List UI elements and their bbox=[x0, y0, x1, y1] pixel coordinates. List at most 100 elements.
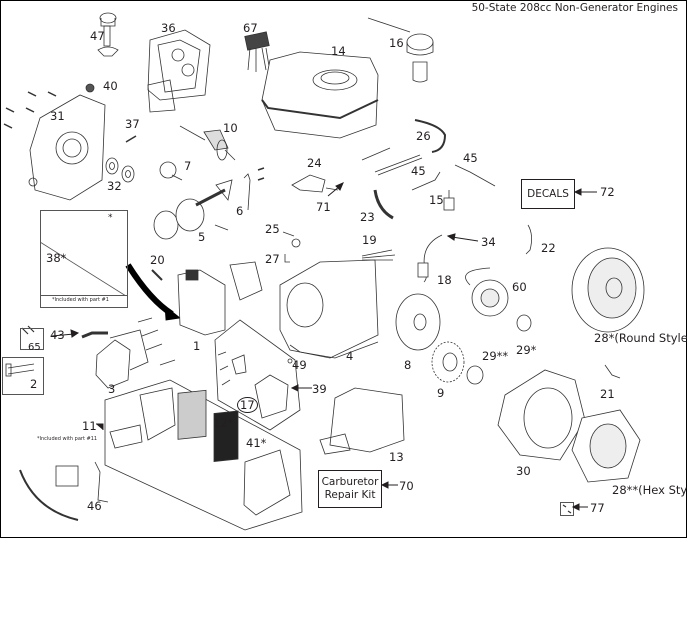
part-label-39[interactable]: 39 bbox=[312, 382, 327, 396]
pre-filter-icon bbox=[213, 410, 239, 462]
part-label-45a[interactable]: 45 bbox=[463, 151, 478, 165]
flywheel-icon bbox=[395, 293, 441, 351]
stop-switch-icon bbox=[604, 364, 621, 379]
recoil-hex-icon bbox=[571, 409, 641, 483]
part-label-71[interactable]: 71 bbox=[316, 200, 331, 214]
part-label-29-star[interactable]: 29* bbox=[516, 343, 537, 357]
part-label-46[interactable]: 46 bbox=[87, 499, 102, 513]
part-label-45b[interactable]: 45 bbox=[411, 164, 426, 178]
part-label-34[interactable]: 34 bbox=[481, 235, 496, 249]
part-label-13[interactable]: 13 bbox=[389, 450, 404, 464]
part-label-30[interactable]: 30 bbox=[516, 464, 531, 478]
part-label-40[interactable]: 40 bbox=[103, 79, 118, 93]
part-label-43[interactable]: 43 bbox=[50, 328, 65, 342]
part-label-4[interactable]: 4 bbox=[346, 349, 354, 363]
part-label-1[interactable]: 1 bbox=[193, 339, 201, 353]
clips-icon bbox=[562, 504, 572, 514]
part-label-15[interactable]: 15 bbox=[429, 193, 444, 207]
part-label-17[interactable]: 17 bbox=[237, 397, 258, 413]
part-label-37[interactable]: 37 bbox=[125, 117, 140, 131]
camshaft-icon bbox=[159, 161, 183, 181]
part-label-20[interactable]: 20 bbox=[150, 253, 165, 267]
part-label-2[interactable]: 2 bbox=[30, 377, 38, 391]
part-label-72[interactable]: 72 bbox=[600, 185, 615, 199]
part-label-11[interactable]: 11 bbox=[82, 419, 97, 433]
decals-label: DECALS bbox=[527, 187, 569, 200]
cup-alt-icon bbox=[466, 365, 484, 385]
air-filter-base-icon bbox=[109, 387, 176, 449]
small-bolts-icon bbox=[257, 167, 265, 181]
part-label-67[interactable]: 67 bbox=[243, 21, 258, 35]
part-label-14[interactable]: 14 bbox=[331, 44, 346, 58]
oil-plug-icon bbox=[85, 83, 95, 93]
part-label-65[interactable]: 65 bbox=[28, 342, 41, 353]
sensor-wire-icon bbox=[454, 164, 496, 187]
part-label-12[interactable]: 12* bbox=[213, 416, 234, 430]
part-label-18[interactable]: 18 bbox=[437, 273, 452, 287]
muffler-icon bbox=[319, 387, 405, 455]
sensor-icon bbox=[411, 171, 441, 191]
carb-kit-line1: Carburetor bbox=[321, 476, 379, 488]
part-label-28-round[interactable]: 28*(Round Style) bbox=[594, 331, 687, 345]
carburetor-icon bbox=[217, 351, 289, 419]
part-label-9[interactable]: 9 bbox=[437, 386, 445, 400]
inset-38-note: *Included with part #1 bbox=[52, 297, 109, 303]
part-label-22[interactable]: 22 bbox=[541, 241, 556, 255]
part-label-70[interactable]: 70 bbox=[399, 479, 414, 493]
carb-group-outline bbox=[214, 319, 301, 431]
fan-icon bbox=[431, 341, 465, 383]
part-label-25[interactable]: 25 bbox=[265, 222, 280, 236]
part-label-16[interactable]: 16 bbox=[389, 36, 404, 50]
part-label-41[interactable]: 41* bbox=[246, 436, 267, 450]
choke-icon bbox=[525, 224, 532, 255]
part-label-6[interactable]: 6 bbox=[236, 204, 244, 218]
fuel-cap-icon bbox=[367, 17, 434, 83]
decals-callout[interactable]: DECALS bbox=[521, 179, 575, 209]
part-label-27[interactable]: 27 bbox=[265, 252, 280, 266]
charging-coil-icon bbox=[465, 267, 509, 317]
carb-kit-line2: Repair Kit bbox=[324, 489, 376, 501]
bolt-pair-icon bbox=[21, 325, 35, 335]
air-filter-outline bbox=[104, 379, 303, 531]
carb-kit-callout[interactable]: Carburetor Repair Kit bbox=[318, 470, 382, 508]
part-label-5[interactable]: 5 bbox=[198, 230, 206, 244]
part-label-49[interactable]: 49 bbox=[292, 358, 307, 372]
part-label-10[interactable]: 10 bbox=[223, 121, 238, 135]
stud-pair-icon bbox=[5, 363, 35, 377]
fuel-valve-icon bbox=[443, 190, 455, 211]
part-label-24[interactable]: 24 bbox=[307, 156, 322, 170]
part-label-26[interactable]: 26 bbox=[416, 129, 431, 143]
inset-38-star: * bbox=[108, 213, 113, 223]
exploded-parts-art bbox=[3, 12, 645, 531]
part-label-7[interactable]: 7 bbox=[184, 159, 192, 173]
fuel-tank-icon bbox=[261, 51, 379, 139]
throttle-wires-icon bbox=[361, 249, 396, 261]
part-label-36[interactable]: 36 bbox=[161, 21, 176, 35]
part-label-23[interactable]: 23 bbox=[360, 210, 375, 224]
part-label-21[interactable]: 21 bbox=[600, 387, 615, 401]
inset-38-box bbox=[40, 210, 128, 308]
gasket-icon bbox=[147, 29, 211, 113]
air-cover-icon bbox=[243, 449, 291, 516]
part-label-28-hex[interactable]: 28**(Hex Style) bbox=[612, 483, 687, 497]
pin-icon bbox=[284, 254, 290, 263]
inset-2-box bbox=[2, 357, 44, 395]
part-label-47[interactable]: 47 bbox=[90, 29, 105, 43]
inset-77-box bbox=[560, 502, 574, 516]
governor-screw-icon bbox=[125, 135, 137, 143]
part-label-29-dstar[interactable]: 29** bbox=[482, 349, 509, 363]
rod-icon bbox=[243, 173, 251, 211]
ignition-block-icon bbox=[417, 262, 429, 278]
piston-icon bbox=[153, 179, 233, 240]
part-label-31[interactable]: 31 bbox=[50, 109, 65, 123]
part-label-38[interactable]: 38* bbox=[46, 251, 67, 265]
fuel-line-icon bbox=[414, 119, 447, 153]
engine-block-icon bbox=[279, 259, 379, 359]
part-label-3[interactable]: 3 bbox=[108, 382, 116, 396]
part-label-32[interactable]: 32 bbox=[107, 179, 122, 193]
part-label-8[interactable]: 8 bbox=[404, 358, 412, 372]
part-label-60[interactable]: 60 bbox=[512, 280, 527, 294]
inset-11-note: *Included with part #11 bbox=[37, 436, 98, 442]
part-label-77[interactable]: 77 bbox=[590, 501, 605, 515]
part-label-19[interactable]: 19 bbox=[362, 233, 377, 247]
